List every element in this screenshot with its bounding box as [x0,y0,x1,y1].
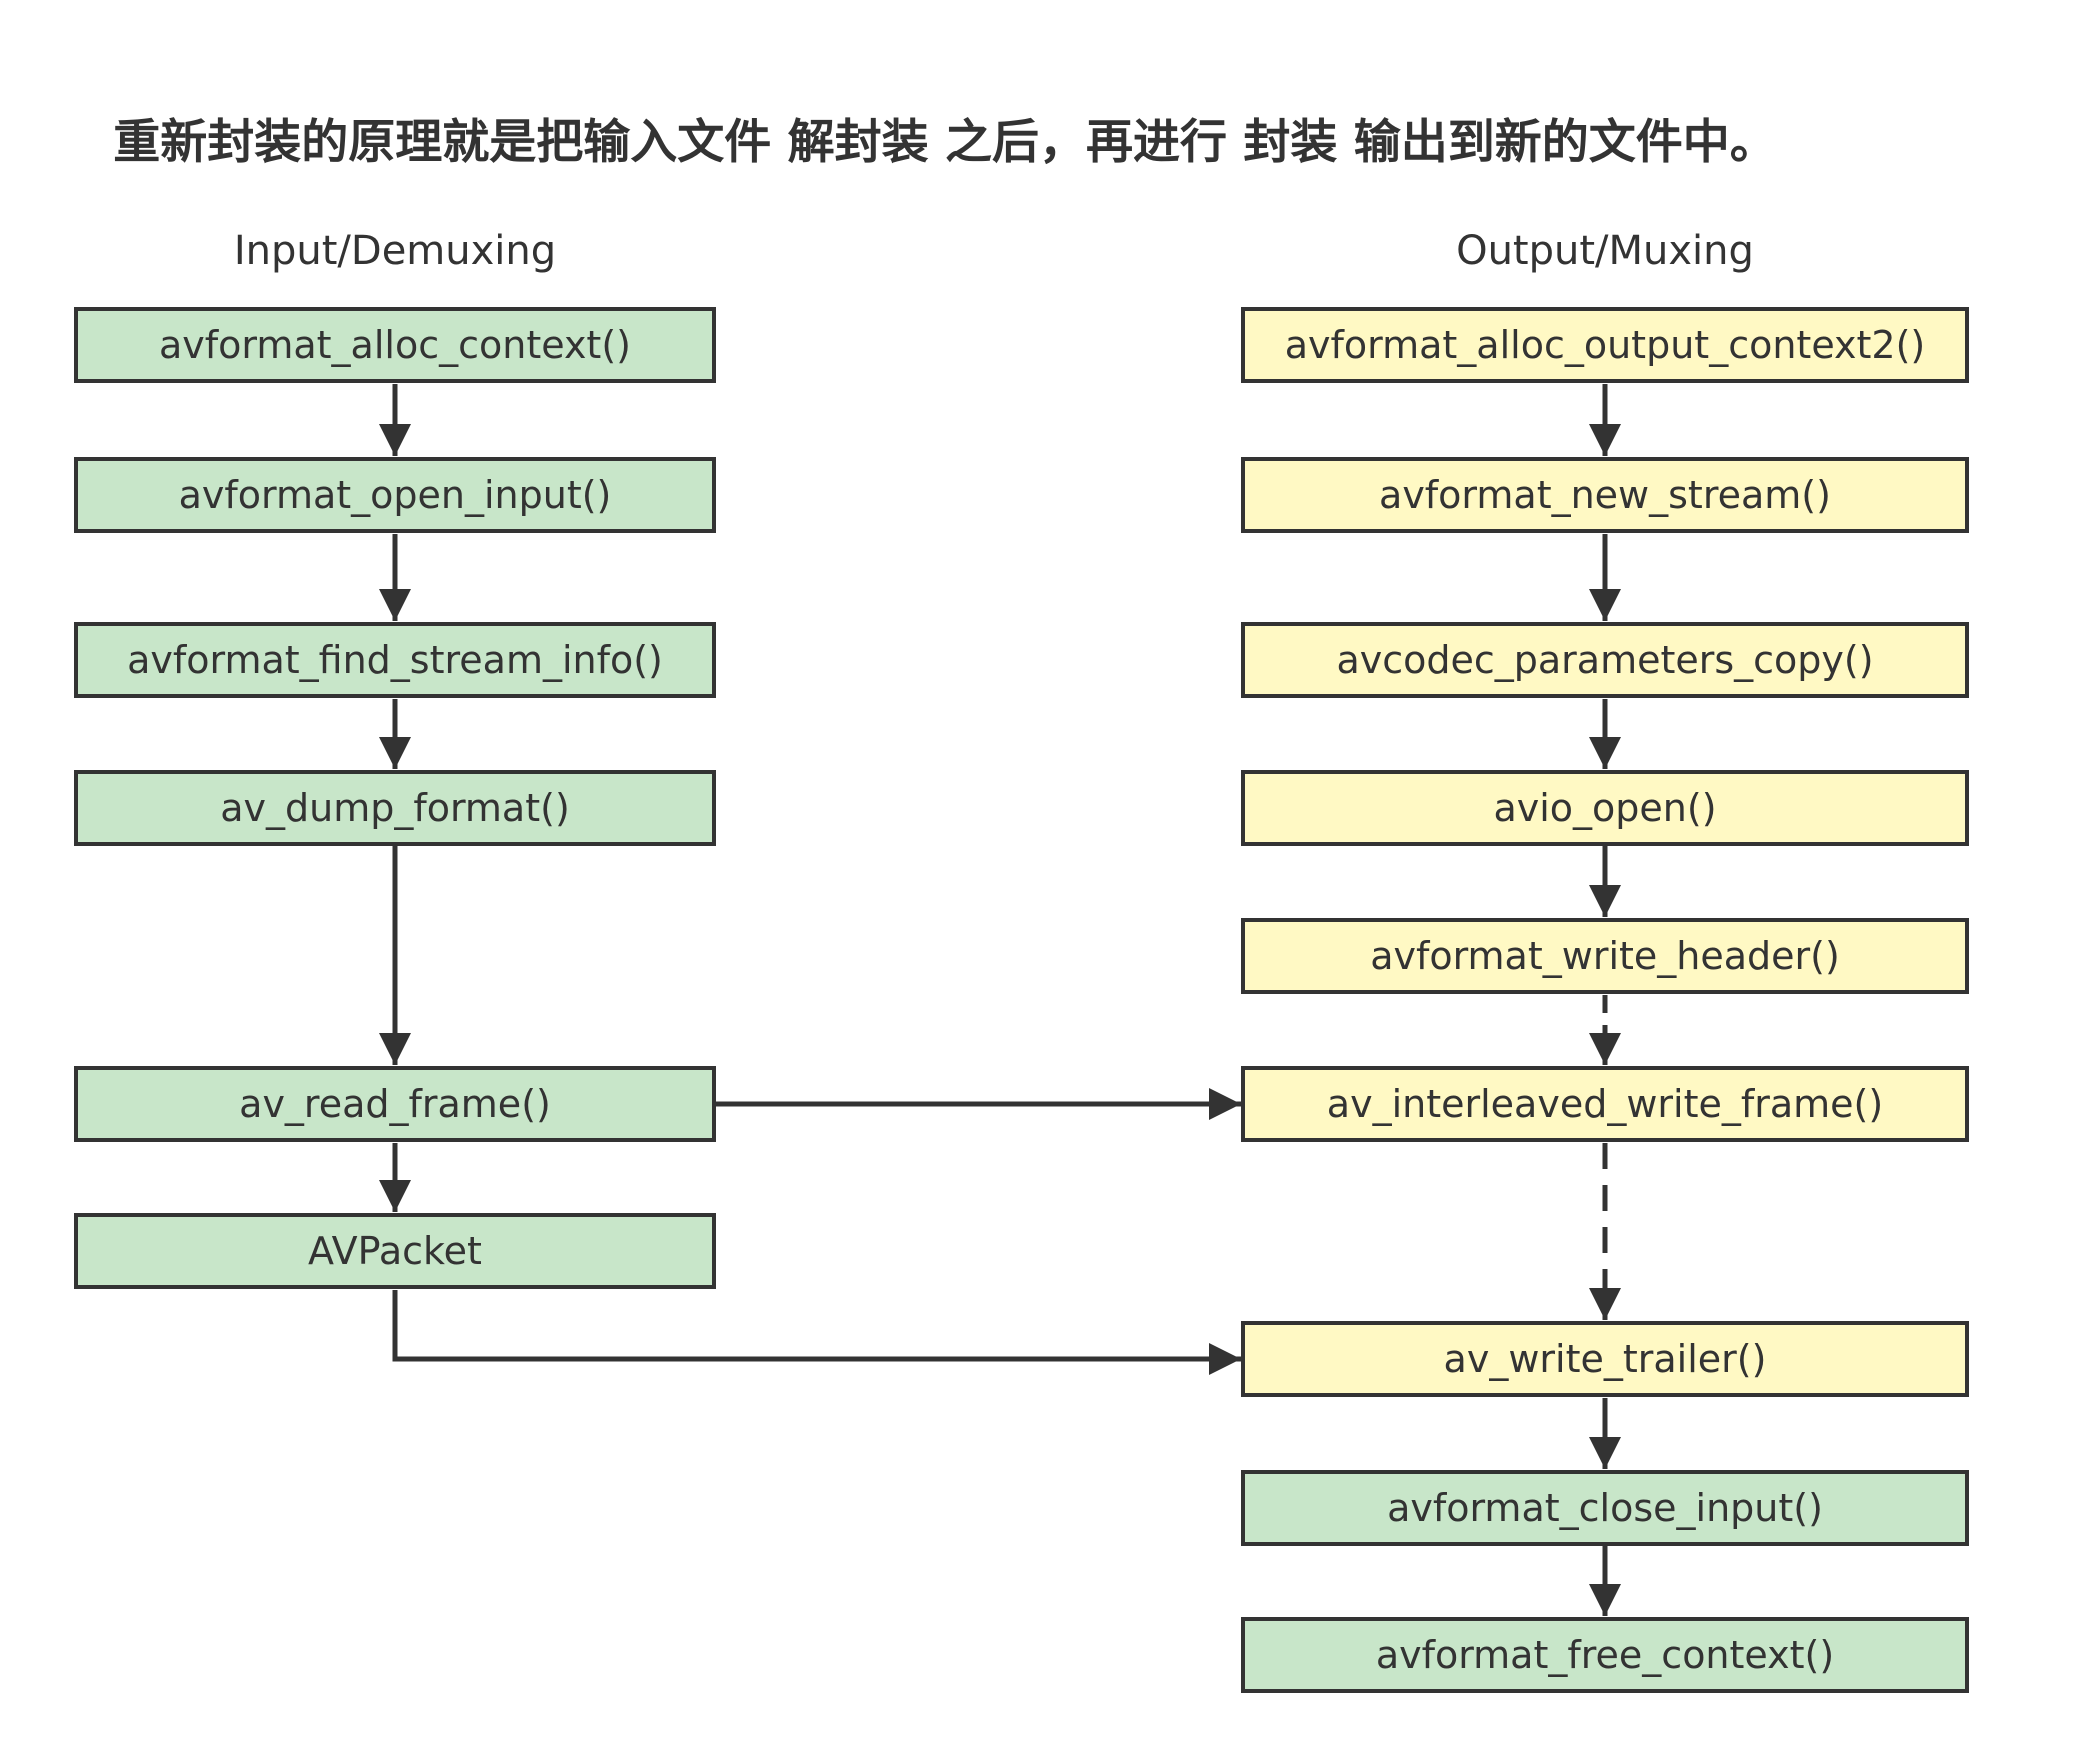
node-avcodec-parameters-copy: avcodec_parameters_copy() [1241,622,1969,698]
node-av-dump-format: av_dump_format() [74,770,716,846]
node-av-read-frame: av_read_frame() [74,1066,716,1142]
diagram-title: 重新封装的原理就是把输入文件 解封装 之后，再进行 封装 输出到新的文件中。 [113,115,1777,170]
node-avformat-find-stream-info: avformat_find_stream_info() [74,622,716,698]
node-avio-open: avio_open() [1241,770,1969,846]
edge-avpacket-to-trailer [392,1290,1241,1375]
node-av-write-trailer: av_write_trailer() [1241,1321,1969,1397]
node-avpacket: AVPacket [74,1213,716,1289]
node-avformat-new-stream: avformat_new_stream() [1241,457,1969,533]
input-column-label: Input/Demuxing [233,228,557,274]
node-avformat-alloc-context: avformat_alloc_context() [74,307,716,383]
node-avformat-free-context: avformat_free_context() [1241,1617,1969,1693]
node-avformat-close-input: avformat_close_input() [1241,1470,1969,1546]
node-avformat-open-input: avformat_open_input() [74,457,716,533]
node-avformat-alloc-output-context2: avformat_alloc_output_context2() [1241,307,1969,383]
node-av-interleaved-write-frame: av_interleaved_write_frame() [1241,1066,1969,1142]
output-column-label: Output/Muxing [1456,228,1754,274]
node-avformat-write-header: avformat_write_header() [1241,918,1969,994]
